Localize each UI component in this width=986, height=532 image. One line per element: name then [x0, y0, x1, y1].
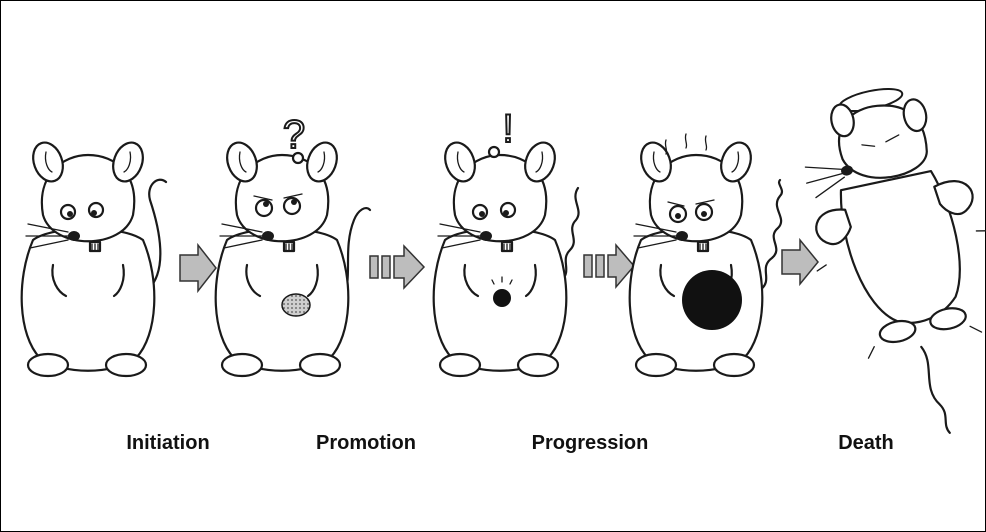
mouse-initiation [20, 137, 168, 378]
stage-label-initiation: Initiation [126, 432, 210, 454]
exclamation-mark: ! [502, 107, 513, 151]
arrow-4 [781, 237, 819, 287]
stage-label-progression: Progression [531, 432, 649, 454]
mouse-promotion [214, 137, 372, 378]
mouse-progression [432, 137, 580, 378]
lesion-small [281, 293, 311, 317]
tail-wavy [758, 178, 784, 292]
mouse-late-progression [628, 133, 784, 378]
arrow-1 [179, 242, 217, 294]
tumor-small [493, 289, 511, 307]
tail [146, 178, 168, 292]
stage-label-promotion: Promotion [316, 432, 416, 454]
tumor-large [682, 270, 742, 330]
thought-bubble-2 [487, 145, 501, 159]
wing-right [933, 180, 974, 216]
question-mark: ? [283, 113, 305, 157]
arrow-3 [583, 242, 635, 290]
sweat-drops [664, 133, 708, 155]
tail [920, 345, 951, 434]
wing-left [815, 208, 852, 246]
mouse-death [804, 87, 986, 434]
stage-label-death: Death [838, 432, 894, 454]
tail-wavy [560, 186, 580, 282]
arrow-2 [369, 244, 426, 290]
thought-bubble-1 [291, 151, 305, 165]
